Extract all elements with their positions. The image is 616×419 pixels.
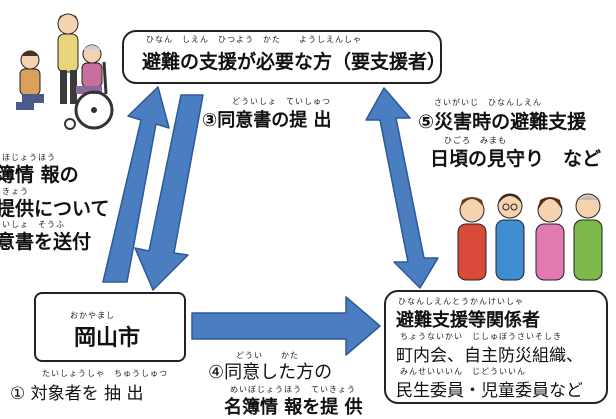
step5-line2: 日頃の見守り など bbox=[430, 148, 602, 170]
step2-ruby1: ほじょうほう bbox=[2, 153, 56, 162]
evacuation-support-ruby2: ちょうないかい じしゅぼうさいそしき bbox=[400, 332, 562, 341]
evacuation-support-ruby: ひなんしえんとうかんけいしゃ bbox=[398, 297, 524, 306]
support-people-illustration bbox=[457, 193, 603, 281]
arrow-top-to-city bbox=[134, 94, 204, 291]
wheelchair-support-illustration bbox=[16, 13, 114, 130]
evacuation-support-ruby3: みんせいいいん じどういいん bbox=[400, 367, 526, 376]
step3-label: ③同意書の提 出 bbox=[202, 110, 332, 131]
step2-line1: 簿情 報の bbox=[0, 164, 79, 186]
arrow-city-to-top bbox=[102, 86, 170, 283]
step4-line2: 名簿情 報を提 供 bbox=[224, 397, 363, 418]
evacuation-support-title: 避難支援等関係者 bbox=[396, 310, 540, 331]
okayama-city-title: 岡山市 bbox=[74, 326, 141, 351]
okayama-city-ruby: おかやまし bbox=[70, 311, 115, 320]
support-needed-ruby: ひなん しえん ひつよう かた ようしえんしゃ bbox=[146, 35, 362, 44]
step3-ruby: どういしょ ていしゅつ bbox=[232, 97, 331, 106]
arrow-top-related-bidirectional bbox=[365, 87, 439, 289]
step2-ruby3: いしょ そうふ bbox=[2, 220, 65, 229]
evacuation-support-line2: 町内会、自主防災組織、 bbox=[396, 346, 583, 366]
step1-label: ① 対象者を 抽 出 bbox=[10, 384, 144, 404]
step2-line2: 提供について bbox=[0, 198, 110, 220]
step4-line1: ④同意した方の bbox=[208, 362, 333, 383]
step1-ruby: たいしょうしゃ ちゅうしゅつ bbox=[42, 369, 168, 378]
evacuation-support-box bbox=[384, 290, 608, 404]
support-needed-title: 避難の支援が必要な方（要支援者） bbox=[142, 51, 447, 73]
evacuation-support-line3: 民生委員・児童委員など bbox=[396, 381, 583, 401]
step4-ruby1: どうい かた bbox=[236, 351, 299, 360]
step5-line1: ⑤災害時の避難支援 bbox=[418, 111, 587, 133]
okayama-city-box bbox=[34, 292, 186, 362]
step2-ruby2: きょう bbox=[2, 187, 29, 196]
support-needed-box bbox=[122, 30, 442, 84]
step2-line3: 意書を送付 bbox=[0, 231, 92, 253]
step5-ruby2: ひごろ みまも bbox=[444, 136, 507, 145]
step4-ruby2: めいぼじょうほう ていきょう bbox=[230, 385, 356, 394]
step5-ruby1: さいがいじ ひなんしえん bbox=[434, 98, 542, 107]
arrow-city-to-related bbox=[191, 296, 381, 356]
